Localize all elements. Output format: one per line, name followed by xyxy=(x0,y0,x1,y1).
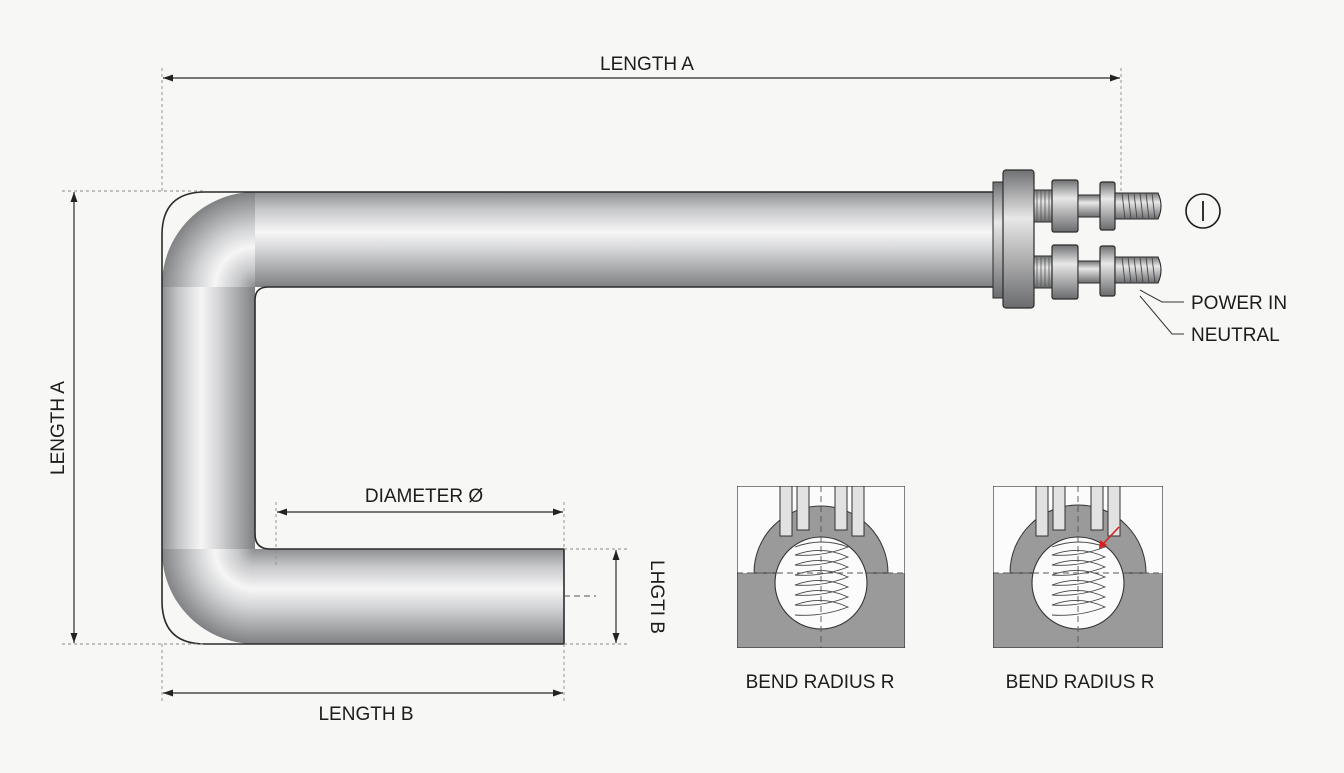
length-a-top-label: LENGTH A xyxy=(600,54,694,75)
bend-radius-label-2: BEND RADIUS R xyxy=(1006,672,1155,693)
lhgti-b-label: LHGTI B xyxy=(646,560,667,634)
terminal-callout xyxy=(1185,193,1221,229)
length-a-left-label: LENGTH A xyxy=(48,381,69,475)
terminal-assembly xyxy=(992,169,1162,309)
length-a-left-dimension xyxy=(62,190,205,645)
length-b-dimension xyxy=(161,644,565,703)
wire-leaders xyxy=(1139,289,1184,335)
bend-radius-section-2 xyxy=(993,486,1163,648)
bend-radius-label-1: BEND RADIUS R xyxy=(746,672,895,693)
lhgti-b-dimension xyxy=(564,548,630,645)
length-b-label: LENGTH B xyxy=(318,704,413,725)
diameter-label: DIAMETER Ø xyxy=(365,486,483,507)
bend-radius-section-1 xyxy=(737,486,905,648)
power-in-label: POWER IN xyxy=(1191,293,1287,314)
length-a-top-dimension xyxy=(161,68,1122,192)
diameter-dimension xyxy=(275,502,565,566)
heater-tube xyxy=(161,191,1005,645)
bend-radius-red-arrow xyxy=(1099,526,1120,549)
neutral-label: NEUTRAL xyxy=(1191,325,1280,346)
